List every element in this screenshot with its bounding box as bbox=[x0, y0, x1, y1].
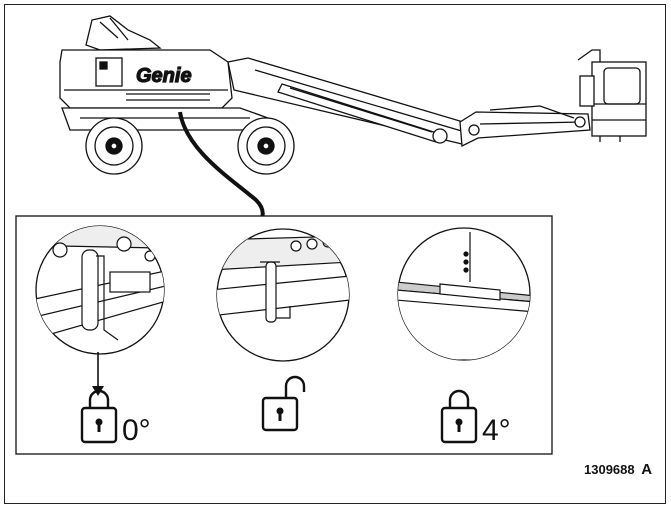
turntable-housing bbox=[59, 49, 233, 109]
figure-id: 1309688 A bbox=[584, 461, 652, 478]
turntable-jib bbox=[85, 15, 162, 51]
callout-hose bbox=[178, 111, 265, 219]
padlock-locked-icon bbox=[80, 389, 118, 444]
platform-basket bbox=[577, 49, 647, 142]
jib-arm bbox=[459, 105, 591, 148]
rear-wheel bbox=[85, 117, 143, 175]
padlock-unlocked-icon bbox=[261, 375, 306, 432]
padlock-locked-icon bbox=[440, 389, 478, 444]
detail-circle-unlocked bbox=[216, 228, 350, 362]
figure-revision: A bbox=[641, 461, 652, 478]
front-wheel bbox=[237, 117, 295, 175]
angle-label-0: 0° bbox=[122, 414, 151, 447]
detail-circle-locked-tilted bbox=[397, 227, 531, 361]
brand-logo: Genie bbox=[136, 65, 192, 87]
figure-id-number: 1309688 bbox=[584, 462, 635, 477]
boom-lift-machine: Genie bbox=[59, 15, 647, 219]
main-boom bbox=[227, 57, 471, 145]
angle-label-4: 4° bbox=[482, 414, 511, 447]
figure-frame bbox=[4, 4, 666, 504]
